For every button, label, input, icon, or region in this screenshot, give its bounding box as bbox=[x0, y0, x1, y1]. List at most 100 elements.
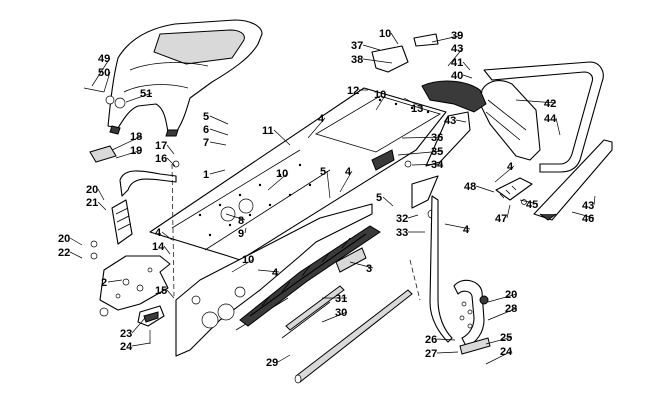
leader-line bbox=[69, 251, 83, 259]
callout-label: 50 bbox=[98, 67, 110, 79]
leader-line bbox=[103, 71, 111, 93]
callout-c51: 51 bbox=[125, 88, 152, 103]
seat-bolt bbox=[83, 87, 126, 109]
callout-label: 2 bbox=[101, 277, 107, 289]
leader-line bbox=[166, 157, 176, 167]
callout-label: 5 bbox=[203, 111, 209, 123]
callout-c18: 18 bbox=[111, 131, 142, 151]
leader-line bbox=[277, 354, 291, 363]
callout-label: 13 bbox=[411, 103, 423, 115]
leader-line bbox=[349, 261, 374, 269]
leader-line bbox=[506, 204, 511, 219]
callout-label: 10 bbox=[379, 28, 391, 40]
callout-c50: 50 bbox=[98, 67, 111, 93]
seat bbox=[107, 19, 263, 137]
callout-label: 40 bbox=[451, 70, 463, 82]
rear-bumper bbox=[479, 61, 604, 173]
callout-c22: 22 bbox=[58, 247, 83, 259]
leader-line bbox=[166, 144, 175, 155]
callout-c38: 38 bbox=[351, 54, 393, 66]
callout-c20b: 20 bbox=[58, 233, 83, 246]
callout-label: 30 bbox=[335, 307, 347, 319]
callout-label: 4 bbox=[463, 224, 470, 236]
leader-line bbox=[209, 115, 229, 125]
callout-c9: 9 bbox=[238, 227, 247, 240]
leader-line bbox=[494, 165, 515, 183]
callout-label: 4 bbox=[318, 113, 325, 125]
leader-line bbox=[403, 97, 424, 109]
leader-line bbox=[593, 195, 596, 206]
leader-line bbox=[436, 351, 459, 354]
leader-line bbox=[485, 350, 513, 365]
leader-line bbox=[447, 47, 464, 67]
callout-c10a: 10 bbox=[379, 28, 399, 45]
callout-label: 37 bbox=[351, 40, 363, 52]
callout-c37: 37 bbox=[351, 40, 381, 52]
callout-label: 48 bbox=[464, 181, 476, 193]
callout-c43c: 43 bbox=[582, 195, 596, 212]
leader-line bbox=[326, 170, 331, 199]
callout-c32: 32 bbox=[396, 213, 419, 225]
callout-c14: 14 bbox=[152, 241, 171, 255]
leader-line bbox=[131, 317, 146, 334]
callout-label: 49 bbox=[98, 53, 110, 65]
leader-line bbox=[131, 342, 151, 347]
leader-line bbox=[436, 338, 456, 341]
callout-c29: 29 bbox=[266, 354, 291, 369]
leader-line bbox=[485, 336, 513, 345]
callout-label: 24 bbox=[120, 341, 133, 353]
leader-line bbox=[555, 117, 561, 136]
leader-line bbox=[273, 129, 291, 146]
callout-c7: 7 bbox=[203, 137, 227, 149]
callout-c34: 34 bbox=[411, 159, 444, 171]
callout-c10b: 10 bbox=[374, 89, 387, 111]
leader-line bbox=[166, 289, 175, 299]
callout-c49: 49 bbox=[91, 53, 111, 87]
tunnel-side-panel bbox=[175, 203, 373, 357]
callout-c5b: 5 bbox=[320, 166, 331, 199]
leader-line bbox=[487, 293, 518, 303]
callout-label: 4 bbox=[507, 161, 514, 173]
callout-c11: 11 bbox=[262, 125, 291, 146]
callout-label: 46 bbox=[582, 213, 594, 225]
leader-line bbox=[209, 141, 227, 146]
cross-shaft-long bbox=[294, 289, 413, 384]
callout-label: 24 bbox=[500, 346, 513, 358]
leader-line bbox=[307, 117, 326, 139]
callout-c4a: 4 bbox=[307, 113, 326, 139]
callout-c5a: 5 bbox=[203, 111, 229, 125]
leader-line bbox=[390, 32, 399, 45]
callout-label: 4 bbox=[272, 267, 279, 279]
leader-line bbox=[244, 227, 247, 234]
callout-label: 5 bbox=[376, 192, 382, 204]
leader-line bbox=[462, 74, 473, 79]
callout-c23: 23 bbox=[120, 317, 146, 340]
callout-c5c: 5 bbox=[376, 192, 394, 207]
callout-label: 16 bbox=[155, 153, 167, 165]
callout-c48: 48 bbox=[464, 181, 495, 193]
callout-label: 47 bbox=[495, 213, 507, 225]
leader-line bbox=[161, 231, 173, 241]
callout-c46: 46 bbox=[571, 211, 594, 225]
callout-label: 38 bbox=[351, 54, 363, 66]
leader-line bbox=[209, 128, 229, 136]
front-pad bbox=[137, 305, 165, 344]
callout-label: 28 bbox=[505, 303, 517, 315]
callout-c4b: 4 bbox=[339, 166, 353, 193]
callout-c44: 44 bbox=[544, 113, 561, 136]
front-bracket bbox=[99, 255, 171, 317]
callout-label: 29 bbox=[266, 357, 278, 369]
leader-line bbox=[375, 93, 387, 111]
leader-line bbox=[431, 34, 464, 43]
leader-line bbox=[455, 119, 467, 123]
leader-line bbox=[163, 245, 171, 255]
callout-c45: 45 bbox=[519, 199, 538, 211]
callout-label: 4 bbox=[345, 166, 352, 178]
leader-line bbox=[115, 149, 143, 159]
leader-line bbox=[515, 99, 557, 104]
leader-line bbox=[91, 57, 111, 87]
callout-label: 36 bbox=[431, 132, 443, 144]
callout-c36: 36 bbox=[401, 132, 443, 144]
